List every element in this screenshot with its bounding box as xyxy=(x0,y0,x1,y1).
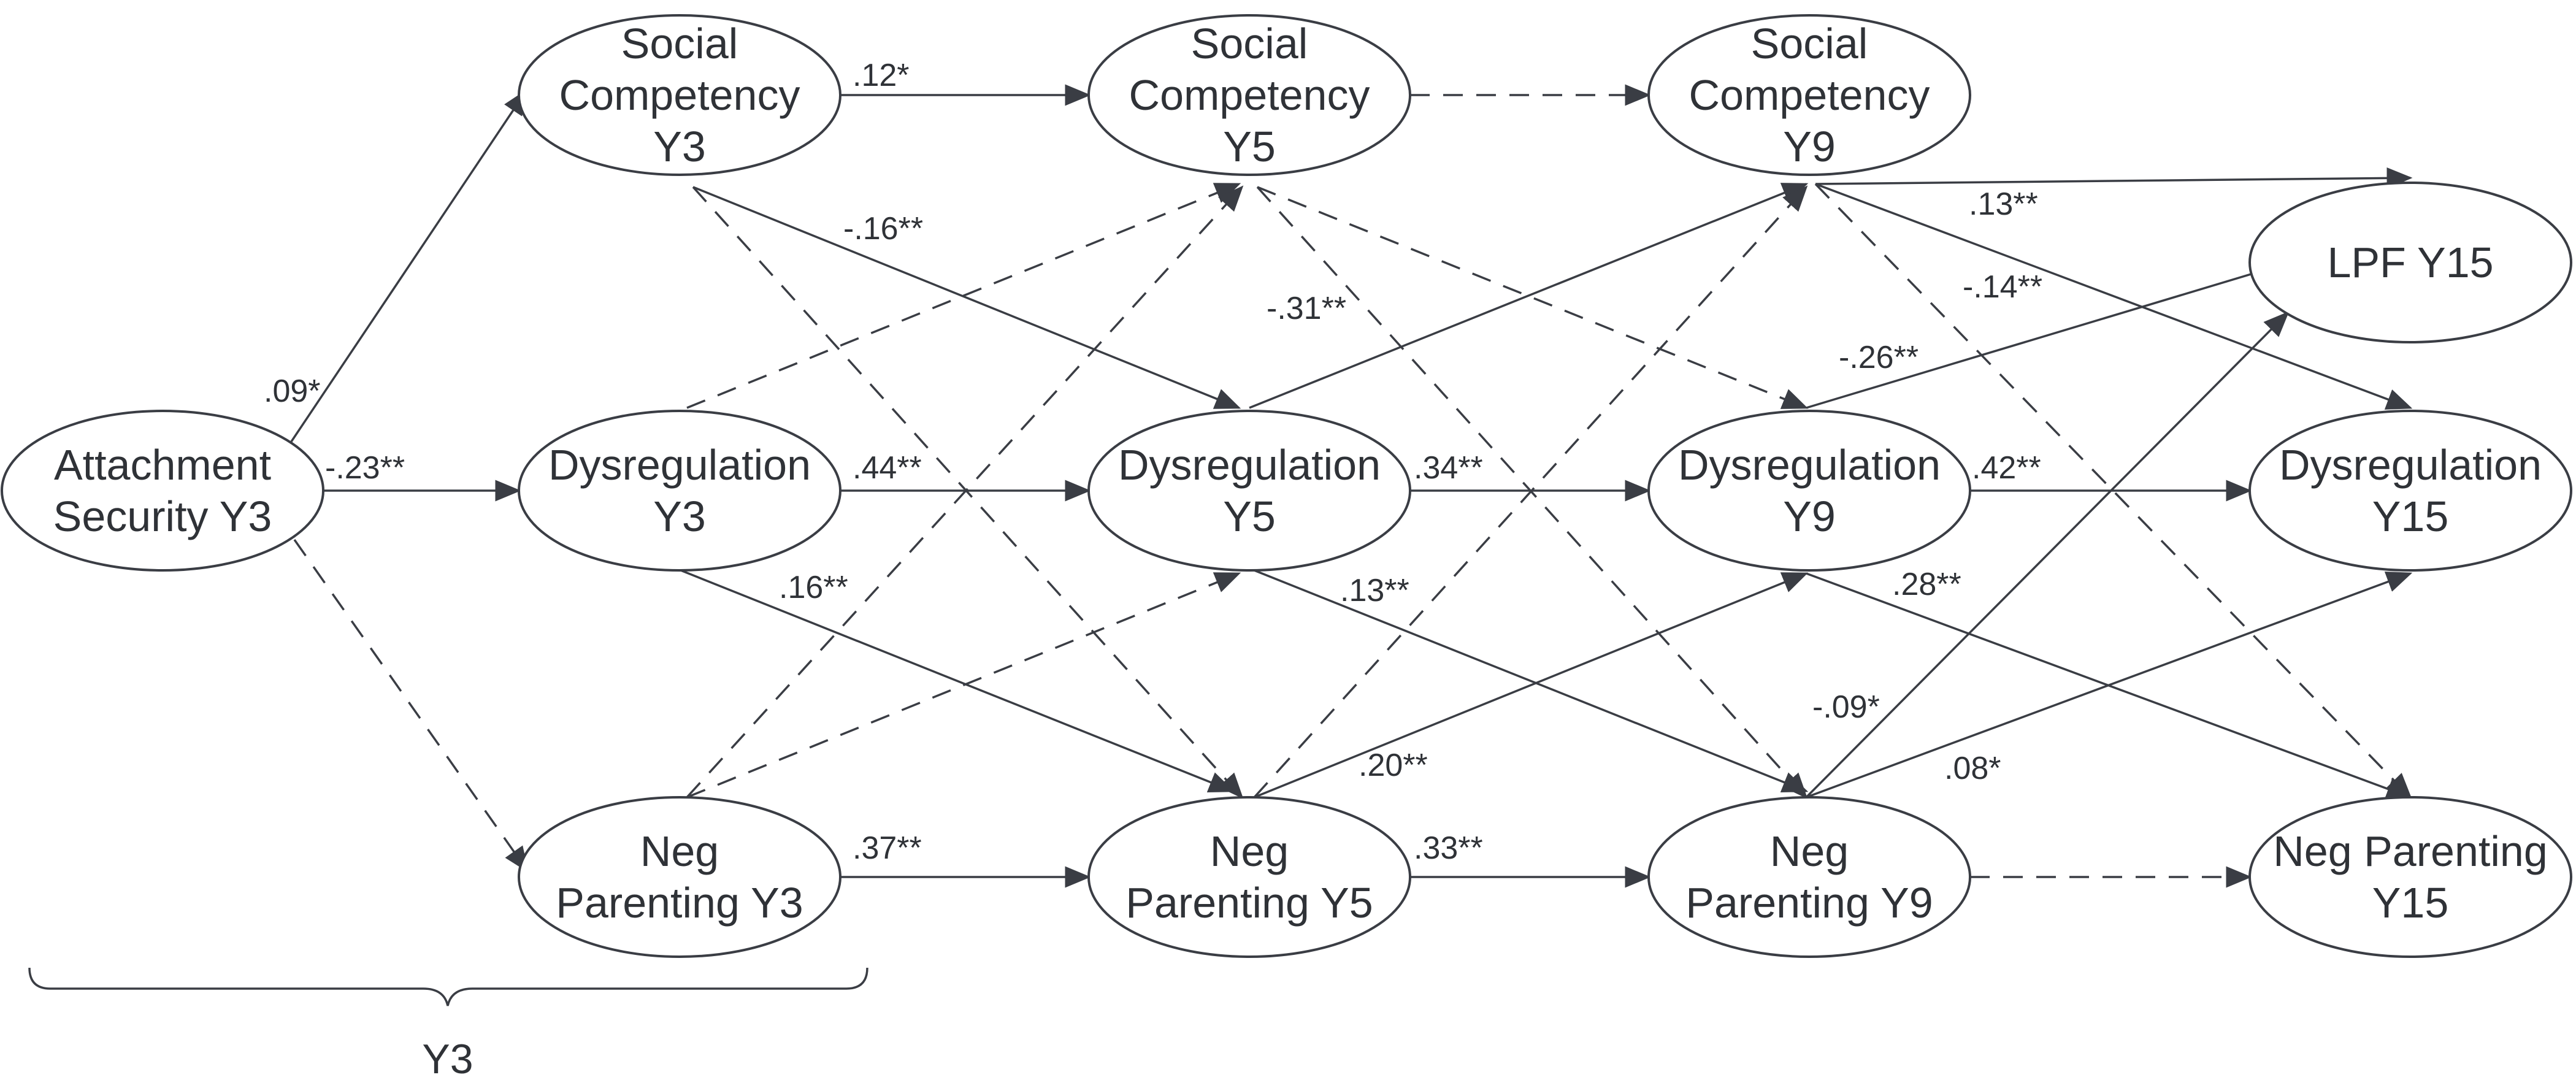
edge-label-dys5-dys9: .34** xyxy=(1414,450,1483,486)
node-label-line: Y3 xyxy=(653,492,706,540)
edge-label-np3-np5: .37** xyxy=(853,830,922,866)
node-label-line: Social xyxy=(1751,20,1868,67)
node-label-line: Neg xyxy=(1210,827,1289,875)
edge-label-np9-dys15: .08* xyxy=(1944,751,2001,786)
node-label-line: Y15 xyxy=(2372,492,2449,540)
node-label-line: Dysregulation xyxy=(1678,441,1941,489)
edge-sc9-lpf15 xyxy=(1815,167,2413,189)
edge-label-np5-dys9: .20** xyxy=(1359,748,1428,783)
node-label-line: Dysregulation xyxy=(2279,441,2542,489)
node-label-line: Social xyxy=(621,20,738,67)
edge-label-sc3-dys5: -.16** xyxy=(843,211,923,247)
edge-np5-dys9 xyxy=(1254,572,1809,799)
node-ellipse xyxy=(1087,14,1411,176)
edge-label-attach-sc3: .09* xyxy=(264,373,321,409)
edge-sc9-np15 xyxy=(1814,183,2412,799)
y3-brace xyxy=(28,967,868,1006)
node-ellipse xyxy=(1087,796,1411,958)
edge-np9-dys15 xyxy=(1806,571,2413,799)
node-label-line: Dysregulation xyxy=(1118,441,1381,489)
node-ellipse xyxy=(518,14,841,176)
node-ellipse xyxy=(2248,796,2572,958)
edge-label-dys9-dys15: .42** xyxy=(1972,450,2041,486)
node-ellipse xyxy=(1,410,324,572)
edge-np3-sc5 xyxy=(686,185,1244,799)
node-lpf-y15: LPF Y15 xyxy=(2248,182,2572,343)
edge-label-dys5-sc9: -.31** xyxy=(1267,291,1346,326)
node-label-line: Neg xyxy=(640,827,719,875)
node-label-line: Neg Parenting xyxy=(2273,827,2548,875)
edge-sc3-np5 xyxy=(692,186,1244,799)
node-ellipse xyxy=(518,410,841,572)
edge-dys5-sc9 xyxy=(1249,183,1809,409)
node-label-line: Y9 xyxy=(1783,492,1836,540)
edge-sc9-dys15 xyxy=(1815,183,2413,410)
edge-dys3-np5 xyxy=(680,569,1235,792)
node-ellipse xyxy=(1647,14,1971,176)
node-ellipse xyxy=(1647,796,1971,958)
edge-label-dys3-np5: .16** xyxy=(779,570,848,605)
edge-attach-sc3 xyxy=(290,89,527,442)
edge-label-sc9-lpf15: .13** xyxy=(1969,186,2038,222)
edge-sc5-np9 xyxy=(1256,186,1808,799)
edge-dys5-np9 xyxy=(1254,569,1809,792)
edge-label-dys9-np15: .28** xyxy=(1892,567,1961,602)
node-label-line: Y5 xyxy=(1223,492,1276,540)
node-label-line: LPF Y15 xyxy=(2327,239,2493,286)
node-label-line: Neg xyxy=(1770,827,1849,875)
time-bracket: Y3 xyxy=(28,967,868,1080)
edge-label-attach-dys3: -.23** xyxy=(325,450,405,486)
edge-label-dys3-dys5: .44** xyxy=(853,450,922,486)
edge-attach-np3 xyxy=(293,538,529,873)
edge-label-dys5-np9: .13** xyxy=(1340,573,1409,608)
node-label-line: Security Y3 xyxy=(53,492,272,540)
node-label-line: Y15 xyxy=(2372,879,2449,927)
node-label-line: Competency xyxy=(559,71,800,119)
node-label-line: Parenting Y3 xyxy=(556,879,803,927)
node-ellipse xyxy=(1087,410,1411,572)
node-label-line: Social xyxy=(1191,20,1308,67)
edge-label-dys9-lpf15: -.26** xyxy=(1839,340,1919,375)
node-label-line: Parenting Y9 xyxy=(1685,879,1933,927)
edges-layer xyxy=(290,84,2413,888)
node-label-line: Attachment xyxy=(54,441,271,489)
edge-dys9-lpf15 xyxy=(1806,261,2284,409)
edge-np9-lpf15 xyxy=(1805,311,2290,799)
edge-np5-sc9 xyxy=(1253,185,1808,799)
edge-sc3-dys5 xyxy=(692,186,1241,409)
edge-label-np5-np9: .33** xyxy=(1414,830,1483,866)
node-ellipse xyxy=(2248,410,2572,572)
node-label-line: Competency xyxy=(1129,71,1370,119)
node-label-line: Competency xyxy=(1689,71,1930,119)
node-ellipse xyxy=(518,796,841,958)
node-ellipse xyxy=(1647,410,1971,572)
node-label-line: Dysregulation xyxy=(548,441,811,489)
node-label-line: Parenting Y5 xyxy=(1125,879,1373,927)
node-label-line: Y3 xyxy=(653,123,706,170)
edge-label-sc3-sc5: .12* xyxy=(853,58,910,93)
edge-labels-layer: .09* -.23** .12* -.16** .44** .16** .37** -.31*… xyxy=(264,58,2042,866)
node-label-line: Y9 xyxy=(1783,123,1836,170)
y3-brace-label: Y3 xyxy=(422,1036,473,1080)
edge-label-np9-lpf15: -.09* xyxy=(1812,689,1880,725)
edge-label-sc9-dys15: -.14** xyxy=(1963,269,2042,305)
node-label-line: Y5 xyxy=(1223,123,1276,170)
node-ellipse xyxy=(2248,182,2572,343)
